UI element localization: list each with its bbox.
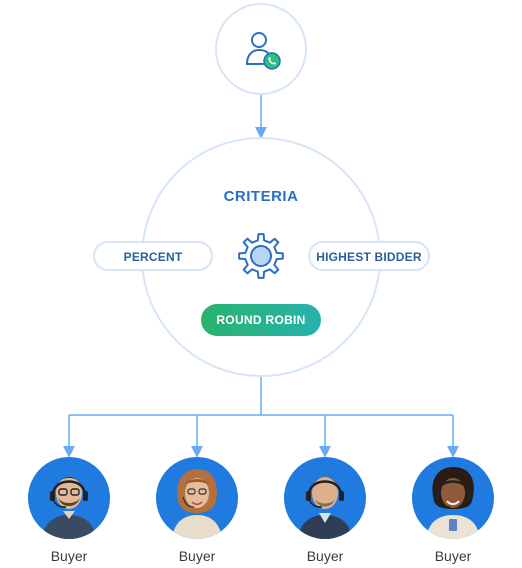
- buyer-label: Buyer: [434, 548, 472, 564]
- avatar: [412, 457, 494, 539]
- buyer-label: Buyer: [50, 548, 88, 564]
- buyer-node: Buyer: [284, 457, 366, 564]
- criteria-title: CRITERIA: [223, 188, 299, 205]
- buyer-label: Buyer: [178, 548, 216, 564]
- buyer-node: Buyer: [156, 457, 238, 564]
- caller-node: [215, 3, 307, 95]
- highest-bidder-option: HIGHEST BIDDER: [308, 241, 430, 271]
- user-phone-icon: [246, 32, 281, 70]
- buyer-label: Buyer: [306, 548, 344, 564]
- avatar: [284, 457, 366, 539]
- buyer-node: Buyer: [28, 457, 110, 564]
- gear-icon: [238, 233, 284, 279]
- round-robin-option: ROUND ROBIN: [201, 304, 321, 336]
- buyer-node: Buyer: [412, 457, 494, 564]
- avatar: [28, 457, 110, 539]
- avatar: [156, 457, 238, 539]
- percent-option: PERCENT: [93, 241, 213, 271]
